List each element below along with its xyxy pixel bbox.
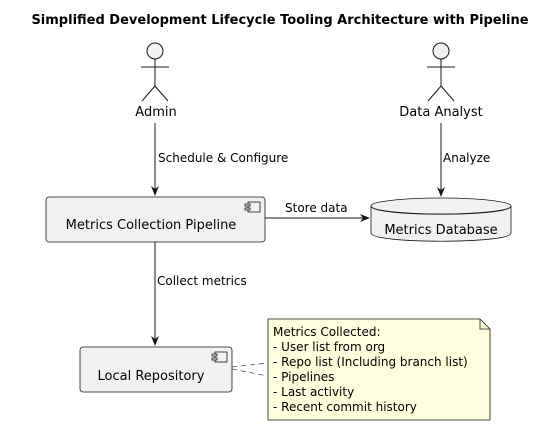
repository-label: Local Repository bbox=[98, 369, 205, 384]
component-icon bbox=[244, 201, 261, 213]
metrics-note: Metrics Collected: - User list from org … bbox=[267, 318, 491, 421]
admin-label: Admin bbox=[135, 105, 176, 120]
note-connector bbox=[231, 362, 269, 377]
note-item: - Recent commit history bbox=[273, 400, 417, 414]
edge-store-data: Store data bbox=[265, 201, 370, 222]
edge-analyze-label: Analyze bbox=[443, 151, 490, 165]
component-icon bbox=[211, 351, 228, 363]
edge-collect-metrics: Collect metrics bbox=[151, 242, 247, 346]
note-item: - Last activity bbox=[273, 385, 354, 399]
data-analyst-label: Data Analyst bbox=[399, 105, 482, 120]
diagram-title: Simplified Development Lifecycle Tooling… bbox=[31, 13, 528, 28]
edge-schedule-configure: Schedule & Configure bbox=[151, 123, 288, 196]
database-label: Metrics Database bbox=[384, 223, 497, 238]
edge-analyze: Analyze bbox=[437, 123, 490, 197]
metrics-database[interactable]: Metrics Database bbox=[370, 197, 512, 242]
note-title: Metrics Collected: bbox=[273, 325, 381, 339]
database-cylinder-icon bbox=[370, 197, 512, 242]
stick-figure-icon bbox=[141, 42, 169, 102]
note-item: - Pipelines bbox=[273, 370, 334, 384]
edge-collect-label: Collect metrics bbox=[157, 274, 247, 288]
pipeline-component[interactable]: Metrics Collection Pipeline bbox=[45, 196, 266, 243]
note-item: - User list from org bbox=[273, 340, 385, 354]
edge-store-label: Store data bbox=[285, 201, 348, 215]
data-analyst-actor[interactable]: Data Analyst bbox=[399, 42, 483, 120]
note-item: - Repo list (Including branch list) bbox=[273, 355, 468, 369]
pipeline-label: Metrics Collection Pipeline bbox=[66, 218, 237, 233]
admin-actor[interactable]: Admin bbox=[135, 42, 177, 120]
repository-component[interactable]: Local Repository bbox=[79, 346, 233, 393]
stick-figure-icon bbox=[427, 42, 455, 102]
edge-schedule-label: Schedule & Configure bbox=[158, 151, 288, 165]
